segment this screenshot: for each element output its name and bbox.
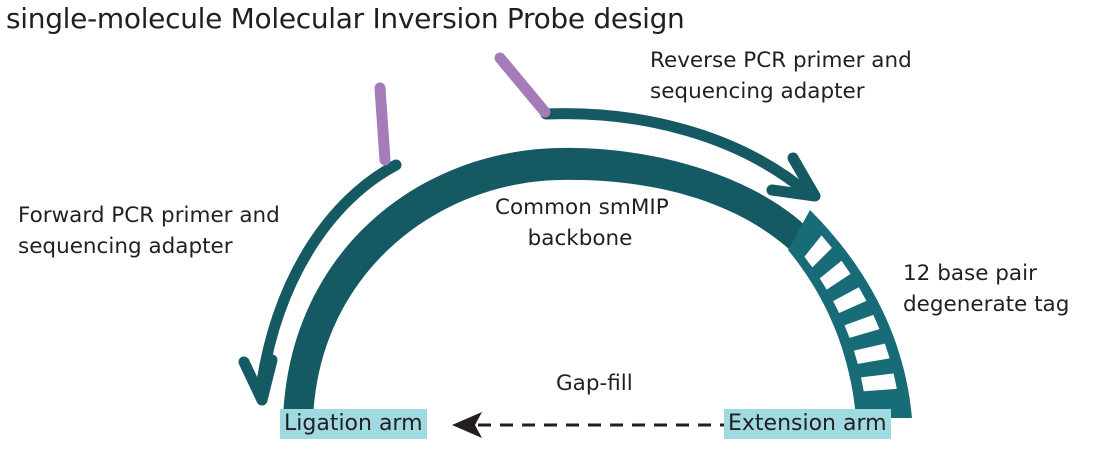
forward-primer-label: Forward PCR primer and sequencing adapte… <box>18 200 280 262</box>
forward-primer-label-line1: Forward PCR primer and <box>18 203 280 228</box>
tag-outer <box>788 210 912 418</box>
backbone-label: Common smMIP backbone <box>495 192 669 254</box>
tag-label-line2: degenerate tag <box>903 292 1070 317</box>
gap-fill-arrowhead <box>452 412 482 438</box>
tag-segment-gap <box>819 260 851 290</box>
forward-primer-arrowhead <box>238 354 278 406</box>
gap-fill-label: Gap-fill <box>556 371 633 396</box>
diagram-title: single-molecule Molecular Inversion Prob… <box>6 2 685 35</box>
reverse-primer-label-line2: sequencing adapter <box>650 79 865 104</box>
tag-segment-gap <box>853 343 890 364</box>
degenerate-tag <box>788 210 912 418</box>
tag-segment-gap <box>804 235 832 268</box>
reverse-primer-strand <box>540 108 816 201</box>
backbone-arc <box>283 147 810 418</box>
backbone-label-line2: backbone <box>527 226 633 251</box>
tag-label-line1: 12 base pair <box>903 261 1037 286</box>
forward-primer-tail <box>374 82 391 166</box>
tag-label: 12 base pair degenerate tag <box>903 258 1069 320</box>
tag-segment-gap <box>861 373 897 392</box>
forward-primer-strand <box>254 159 402 401</box>
tag-segment-gap <box>844 314 880 338</box>
reverse-primer-arrowhead <box>766 152 821 202</box>
extension-arm-label: Extension arm <box>724 409 891 439</box>
reverse-primer-label-line1: Reverse PCR primer and <box>650 48 912 73</box>
forward-primer-label-line2: sequencing adapter <box>18 234 233 259</box>
backbone-label-line1: Common smMIP <box>495 195 669 220</box>
reverse-primer-label: Reverse PCR primer and sequencing adapte… <box>650 45 912 107</box>
ligation-arm-label: Ligation arm <box>280 409 427 439</box>
tag-segment-gap <box>833 287 867 314</box>
reverse-primer-tail <box>494 52 551 118</box>
